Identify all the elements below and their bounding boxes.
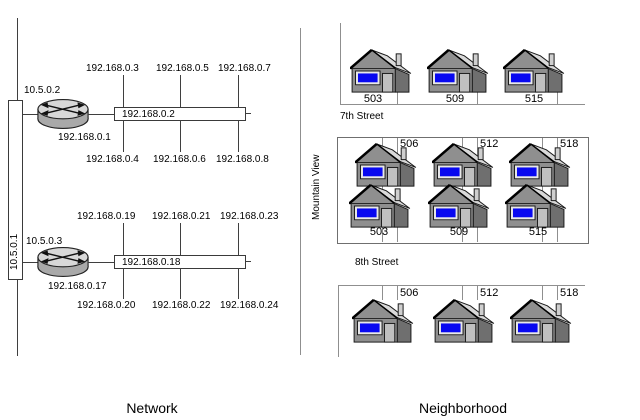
house-number: 503 [363, 93, 383, 105]
block-outline [337, 137, 589, 244]
router-interface-ip-label: 192.168.0.1 [58, 132, 111, 143]
lot-line [542, 286, 543, 300]
backbone-bar [8, 100, 23, 280]
host-link-line [123, 223, 124, 255]
house-icon [505, 182, 568, 231]
house-icon [503, 47, 566, 96]
host-ip-label: 192.168.0.7 [218, 63, 271, 74]
host-link-line [180, 120, 181, 152]
segment-ip-label: 192.168.0.2 [122, 108, 175, 120]
house-icon [350, 47, 413, 96]
network-caption: Network [126, 400, 178, 416]
lot-line [477, 138, 478, 158]
host-link-line [123, 120, 124, 152]
segment-ip-label: 192.168.0.18 [122, 256, 181, 268]
router-segment-link [88, 262, 114, 263]
lot-line [382, 286, 383, 300]
lot-line [557, 286, 558, 300]
router-ip-label: 10.5.0.2 [24, 85, 61, 96]
segment-stub-line [246, 113, 251, 114]
lot-line [477, 92, 478, 104]
segment-stub-line [246, 261, 251, 262]
router-segment-link [88, 114, 114, 115]
house-number: 509 [449, 226, 469, 238]
house-icon [349, 182, 412, 231]
street-label: 7th Street [340, 111, 384, 122]
backbone-line-top [17, 18, 18, 100]
house-number: 515 [524, 93, 544, 105]
house-number: 509 [445, 93, 465, 105]
lot-line [462, 286, 463, 300]
lot-line [477, 286, 478, 300]
backbone-router-link [23, 262, 39, 263]
host-link-line [123, 75, 124, 107]
backbone-line-bottom [17, 280, 18, 356]
house-number: 518 [560, 287, 579, 299]
house-number: 518 [560, 138, 579, 150]
host-ip-label: 192.168.0.4 [86, 154, 139, 165]
backbone-router-link [23, 114, 39, 115]
house-number: 506 [400, 138, 419, 150]
street-line [338, 285, 585, 286]
lot-line [397, 226, 398, 242]
house-icon [510, 297, 573, 346]
host-link-line [180, 223, 181, 255]
router-icon [36, 96, 90, 132]
house-number: 512 [480, 287, 499, 299]
segment-bar: 192.168.0.2 [114, 107, 246, 121]
host-ip-label: 192.168.0.24 [220, 300, 279, 311]
router-interface-ip-label: 192.168.0.17 [48, 281, 107, 292]
neighborhood-caption: Neighborhood [419, 400, 507, 416]
house-number: 512 [480, 138, 499, 150]
block-edge-line [338, 285, 339, 357]
host-ip-label: 192.168.0.21 [152, 211, 211, 222]
divider-line [300, 28, 301, 355]
house-icon [428, 182, 491, 231]
lot-line [557, 226, 558, 242]
host-link-line [238, 75, 239, 107]
host-link-line [123, 268, 124, 299]
house-number: 515 [528, 226, 548, 238]
house-icon [427, 47, 490, 96]
backbone-ip-label: 10.5.0.1 [9, 233, 20, 271]
host-link-line [180, 268, 181, 299]
host-ip-label: 192.168.0.5 [156, 63, 209, 74]
lot-line [397, 138, 398, 158]
street-label: 8th Street [355, 257, 399, 268]
lot-line [397, 92, 398, 104]
host-ip-label: 192.168.0.23 [220, 211, 279, 222]
lot-line [477, 226, 478, 242]
house-icon [433, 297, 496, 346]
street-line [340, 104, 585, 105]
block-edge-line [340, 23, 341, 104]
host-ip-label: 192.168.0.20 [77, 300, 136, 311]
host-link-line [238, 223, 239, 255]
host-ip-label: 192.168.0.8 [216, 154, 269, 165]
host-link-line [238, 120, 239, 152]
city-label: Mountain View [311, 154, 322, 221]
router-ip-label: 10.5.0.3 [26, 236, 63, 247]
host-link-line [238, 268, 239, 299]
host-link-line [180, 75, 181, 107]
house-number: 503 [369, 226, 389, 238]
lot-line [542, 138, 543, 242]
host-ip-label: 192.168.0.19 [77, 211, 136, 222]
host-ip-label: 192.168.0.22 [152, 300, 211, 311]
segment-bar: 192.168.0.18 [114, 255, 246, 269]
lot-line [397, 286, 398, 300]
house-number: 506 [400, 287, 419, 299]
host-ip-label: 192.168.0.3 [86, 63, 139, 74]
house-icon [352, 297, 415, 346]
lot-line [557, 92, 558, 104]
host-ip-label: 192.168.0.6 [153, 154, 206, 165]
router-icon [36, 244, 90, 280]
